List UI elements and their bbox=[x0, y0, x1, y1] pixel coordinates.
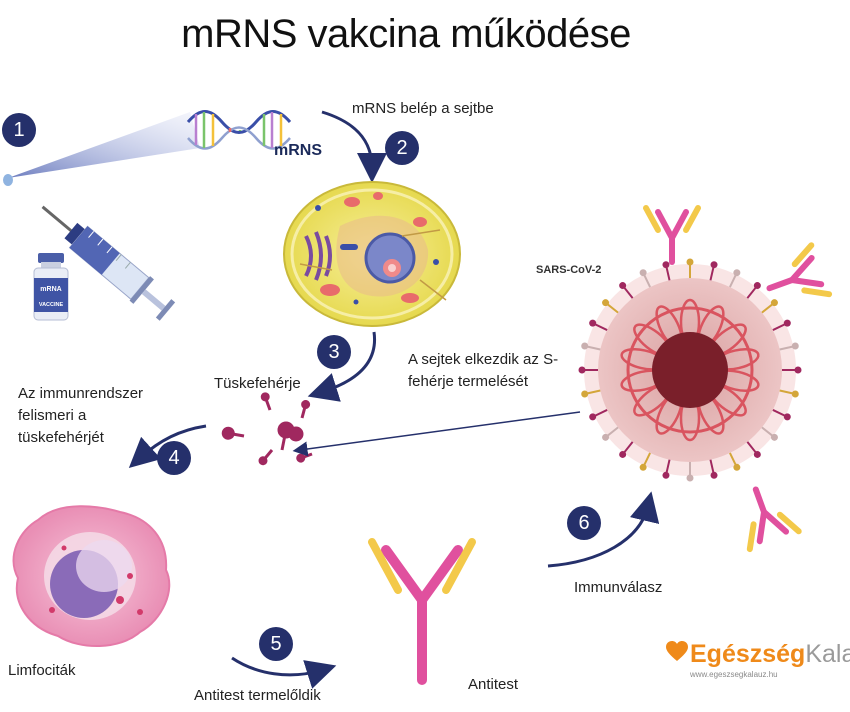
virus-spike-head bbox=[589, 319, 597, 327]
virus-spike-head bbox=[686, 258, 694, 266]
arrow-virus-to-spike bbox=[292, 411, 581, 457]
immune-response-label: Immunválasz bbox=[574, 579, 663, 596]
virus-spike-head bbox=[581, 342, 589, 350]
mrna-strand bbox=[186, 110, 292, 150]
syringe-illustration bbox=[3, 112, 200, 321]
mrna-enters-label: mRNS belép a sejtbe bbox=[352, 100, 494, 117]
virus-spike-head bbox=[662, 471, 670, 479]
arrow-mrna-to-cell bbox=[321, 110, 387, 183]
virus-spike-head bbox=[733, 269, 741, 277]
arrow-spike-to-immune bbox=[128, 424, 207, 469]
step-badge-6: 6 bbox=[567, 506, 601, 540]
step-badge-1: 1 bbox=[2, 113, 36, 147]
lymphocytes-label: Limfociták bbox=[8, 662, 76, 679]
virus-spike-head bbox=[783, 413, 791, 421]
virus-spike-head bbox=[710, 261, 718, 269]
virus-spike-head bbox=[662, 261, 670, 269]
virus-spike-head bbox=[770, 433, 778, 441]
virus-spike-head bbox=[602, 433, 610, 441]
virus-label: SARS-CoV-2 bbox=[536, 264, 602, 276]
virus-spike-head bbox=[639, 269, 647, 277]
vial-label-bottom: VACCINE bbox=[39, 302, 64, 308]
virus-spike-head bbox=[602, 299, 610, 307]
virus-spike-head bbox=[619, 282, 627, 290]
step-badge-5: 5 bbox=[259, 627, 293, 661]
vaccine-vial: mRNA VACCINE bbox=[33, 253, 69, 321]
lymphocyte-cell bbox=[12, 505, 171, 647]
brand-heart-icon bbox=[666, 641, 688, 661]
brand-logo: EgészségKalauz www.egeszsegkalauz.hu bbox=[666, 640, 850, 684]
virus-spike-head bbox=[639, 463, 647, 471]
brand-name-part1: Egészség bbox=[690, 640, 806, 668]
antibody-large bbox=[368, 538, 476, 685]
arrow-immune-response bbox=[547, 491, 660, 568]
virus-spike-head bbox=[578, 366, 586, 374]
spike-protein-label: Tüskefehérje bbox=[214, 375, 301, 392]
brand-name: EgészségKalauz bbox=[690, 640, 850, 669]
virus-spike-head bbox=[619, 450, 627, 458]
antibody-production-label: Antitest termelőldik bbox=[194, 687, 321, 704]
virus-spike-head bbox=[686, 474, 694, 482]
vial-label-top: mRNA bbox=[40, 286, 61, 293]
brand-url: www.egeszsegkalauz.hu bbox=[690, 670, 778, 679]
virus-spike-head bbox=[753, 450, 761, 458]
virus-spike-head bbox=[753, 282, 761, 290]
arrow-cell-to-spike bbox=[307, 331, 377, 402]
human-cell bbox=[283, 181, 461, 327]
mrna-label: mRNS bbox=[274, 142, 323, 159]
virus-spike-head bbox=[791, 342, 799, 350]
virus-spike-head bbox=[733, 463, 741, 471]
sars-cov-2-virus bbox=[578, 258, 802, 482]
immune-recognizes-label: Az immunrendszer felismeri a tüskefehérj… bbox=[18, 385, 144, 446]
antibody-label: Antitest bbox=[468, 676, 519, 693]
virus-spike-head bbox=[770, 299, 778, 307]
virus-antibodies bbox=[643, 205, 833, 553]
virus-spike-head bbox=[581, 390, 589, 398]
cells-start-label: A sejtek elkezdik az S-fehérje termelésé… bbox=[408, 351, 559, 390]
spike-proteins bbox=[221, 392, 313, 466]
virus-spike-head bbox=[783, 319, 791, 327]
virus-spike-head bbox=[589, 413, 597, 421]
virus-spike-head bbox=[710, 471, 718, 479]
arrow-antibody-production bbox=[231, 656, 337, 689]
step-badge-4: 4 bbox=[157, 441, 191, 475]
brand-name-part2: Kalauz bbox=[805, 640, 850, 668]
step-badge-2: 2 bbox=[385, 131, 419, 165]
step-badge-3: 3 bbox=[317, 335, 351, 369]
virus-spike-head bbox=[791, 390, 799, 398]
page-title: mRNS vakcina működése bbox=[181, 12, 631, 56]
virus-spike-head bbox=[794, 366, 802, 374]
